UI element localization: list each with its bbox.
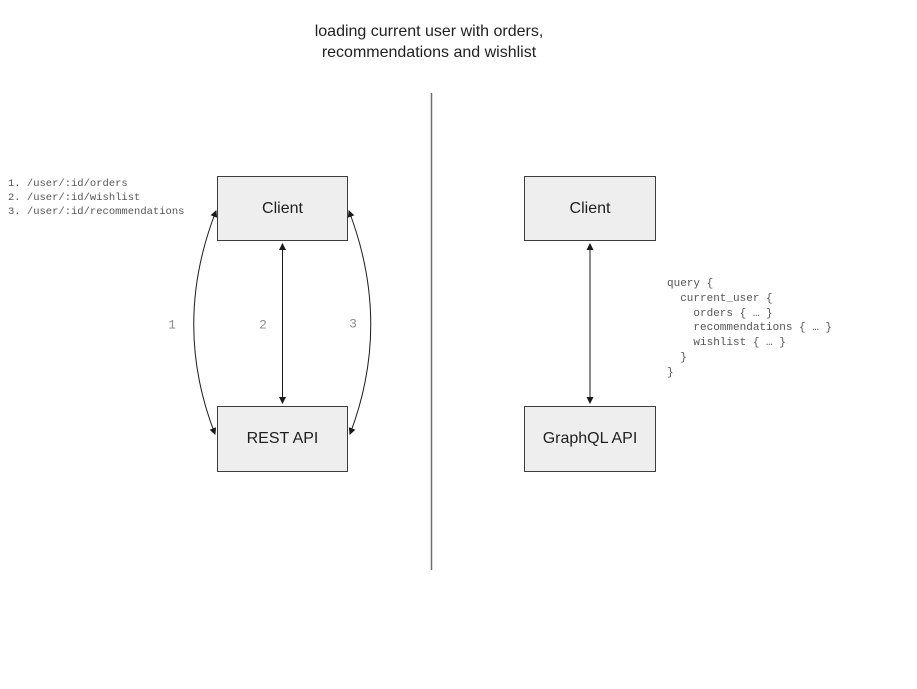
rest-api-box: REST API (217, 406, 348, 472)
rest-arrow-1-curve (193, 210, 218, 435)
rest-endpoints-list: 1. /user/:id/orders 2. /user/:id/wishlis… (8, 178, 185, 218)
arrow-label-1: 1 (168, 317, 176, 333)
rest-client-box: Client (217, 176, 348, 241)
graphql-api-box: GraphQL API (524, 406, 656, 472)
graphql-query-code: query { current_user { orders { … } reco… (667, 278, 833, 379)
graphql-client-label: Client (569, 199, 611, 217)
graphql-api-label: GraphQL API (542, 430, 638, 447)
arrow-label-2: 2 (259, 317, 267, 333)
diagram-title: loading current user with orders, recomm… (314, 23, 544, 61)
rest-client-label: Client (262, 199, 303, 217)
rest-api-label: REST API (246, 430, 319, 447)
graphql-client-box: Client (524, 176, 656, 241)
arrow-label-3: 3 (349, 316, 357, 332)
rest-arrow-3-curve (347, 210, 372, 435)
